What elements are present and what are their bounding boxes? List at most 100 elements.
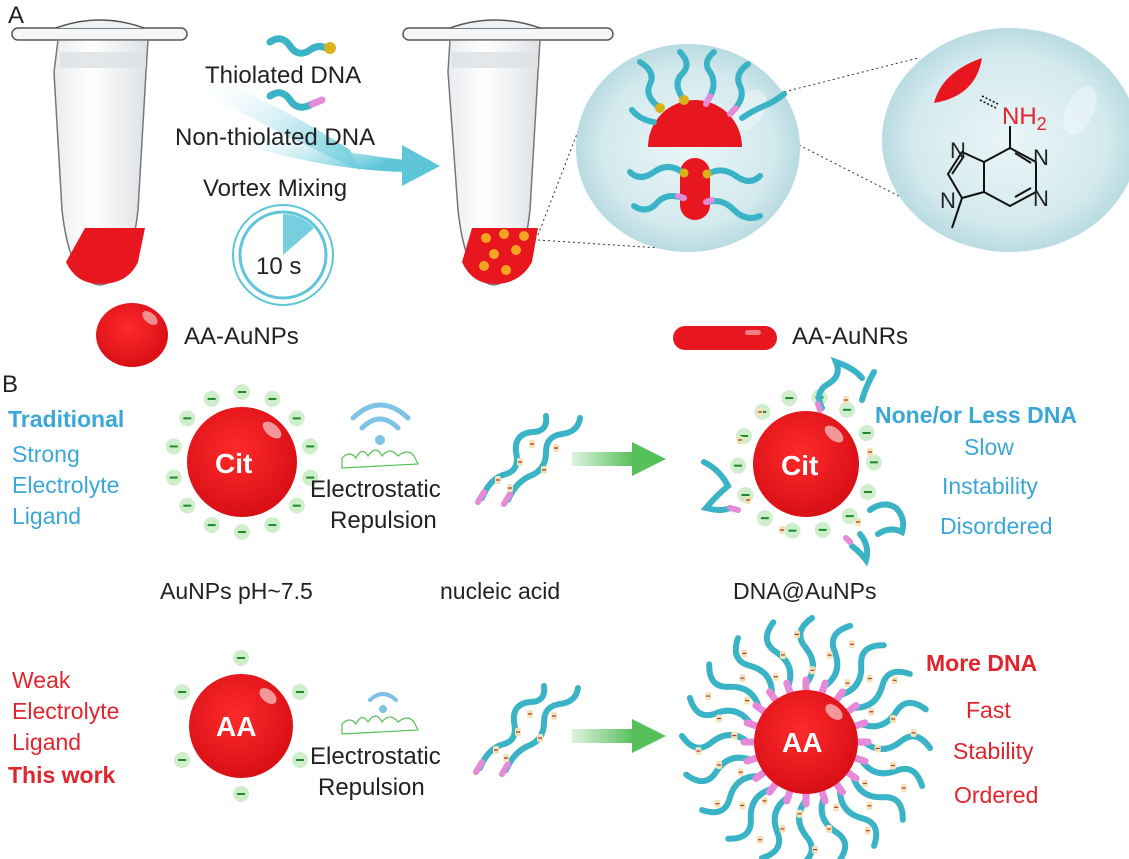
- dna-strand: [683, 754, 754, 785]
- dna-strand: [758, 794, 792, 859]
- dna-strand: [858, 756, 926, 790]
- nucleic-acid-bottom: [473, 683, 581, 777]
- traditional-title: Traditional: [8, 406, 125, 432]
- cit-particle-product: [753, 411, 859, 517]
- dna-anchor: [844, 702, 860, 715]
- thiswork-desc-2: Electrolyte: [12, 698, 120, 724]
- dna-strand: [849, 773, 906, 823]
- dna-strand: [706, 661, 763, 711]
- dna-anchor: [752, 769, 768, 782]
- thiswork-desc-3: Ligand: [12, 729, 82, 755]
- nucleic-charges-top: [495, 440, 559, 492]
- dna-strand: [858, 699, 929, 730]
- timer-icon: [232, 204, 334, 306]
- wifi-icon-small: [368, 692, 398, 713]
- aa-particle-product: [754, 690, 858, 794]
- non-thiolated-dna-strand: [266, 89, 316, 111]
- reaction-arrow-top: [572, 442, 666, 476]
- nucleic-charges-bottom: [493, 710, 557, 762]
- aunrs-legend-label: AA-AuNRs: [792, 323, 909, 350]
- charge-ring-aa: [174, 650, 308, 802]
- dna-strand: [679, 732, 751, 751]
- nucleic-charges-product-top: [737, 396, 873, 534]
- dna-anchor: [818, 679, 829, 697]
- dna-strand: [861, 733, 933, 752]
- atom-n-3: N: [950, 138, 966, 163]
- dna-anchor: [783, 679, 794, 697]
- dna-anchor: [851, 754, 869, 765]
- dna-anchor: [818, 787, 829, 805]
- thiswork-desc-1: Weak: [12, 667, 71, 693]
- dna-anchor: [766, 688, 779, 704]
- traditional-desc-1: Strong: [12, 441, 80, 467]
- repulsion-label-bottom-1: Electrostatic: [310, 743, 441, 770]
- more-dna-title: More DNA: [926, 650, 1038, 676]
- dna-anchor: [743, 719, 761, 730]
- charge-ring-cit: [165, 384, 319, 540]
- cit-label-left: Cit: [215, 448, 253, 479]
- caption-nucleic: nucleic acid: [440, 578, 561, 604]
- atom-n-2: N: [1033, 186, 1049, 211]
- dna-strand: [796, 797, 815, 859]
- charge-ring-cit-product: [730, 389, 882, 539]
- dna-strand: [849, 668, 913, 711]
- aa-label-left: AA: [216, 711, 257, 742]
- result-stability: Stability: [953, 738, 1034, 764]
- result-fast: Fast: [966, 697, 1011, 723]
- dna-anchor: [844, 769, 860, 782]
- less-dna-title: None/or Less DNA: [875, 402, 1077, 428]
- cit-label-product: Cit: [781, 450, 819, 481]
- loose-dna-strands: [700, 357, 907, 567]
- result-instability: Instability: [942, 473, 1038, 499]
- caption-aunps: AuNPs pH~7.5: [160, 578, 313, 604]
- dna-strand: [820, 622, 854, 690]
- thiswork-title: This work: [8, 762, 116, 788]
- wifi-icon-large: [350, 402, 411, 445]
- vortex-mixing-label: Vortex Mixing: [203, 175, 348, 202]
- aa-label-product: AA: [782, 727, 823, 758]
- repulsion-label-bottom-2: Repulsion: [318, 774, 425, 801]
- thiolated-dna-strand: [266, 35, 330, 57]
- dna-strand: [837, 785, 880, 849]
- repulsion-wave-icon-small: [341, 715, 419, 735]
- dna-anchor: [766, 780, 779, 796]
- amine-text: NH2: [1002, 103, 1047, 134]
- zoom-bubble-particles: [576, 44, 800, 252]
- repulsion-wave-icon: [341, 449, 419, 469]
- dna-anchor: [833, 780, 846, 796]
- dna-anchor: [833, 688, 846, 704]
- aunps-legend-icon: [96, 303, 168, 367]
- repulsion-label-top-1: Electrostatic: [310, 476, 441, 503]
- dna-anchor: [743, 754, 761, 765]
- dna-strand: [837, 642, 887, 699]
- result-disordered: Disordered: [940, 513, 1053, 539]
- dna-strand: [725, 785, 775, 842]
- panel-b-label: B: [2, 371, 19, 398]
- result-ordered: Ordered: [954, 782, 1039, 808]
- dna-anchor: [783, 787, 794, 805]
- atom-n-1: N: [1033, 145, 1049, 170]
- timer-label: 10 s: [256, 253, 302, 280]
- aunps-legend-label: AA-AuNPs: [184, 323, 299, 350]
- dna-strand: [818, 794, 849, 859]
- result-slow: Slow: [964, 434, 1014, 460]
- dna-anchor: [851, 719, 869, 730]
- nucleic-acid-top: [475, 413, 583, 507]
- thiol-group-icon: [324, 42, 336, 54]
- dna-strand: [686, 694, 754, 728]
- traditional-desc-2: Electrolyte: [12, 472, 120, 498]
- reaction-arrow-bottom: [572, 719, 666, 753]
- amine-label: NH2: [1002, 105, 1047, 133]
- tube-right: [402, 19, 614, 286]
- caption-product: DNA@AuNPs: [733, 578, 877, 604]
- thiolated-dna-label: Thiolated DNA: [205, 62, 362, 89]
- atom-n-4: N: [940, 188, 956, 213]
- panel-a-label: A: [8, 2, 25, 29]
- dna-strand: [699, 773, 763, 816]
- dna-anchor: [752, 702, 768, 715]
- aa-particle-left: [189, 674, 293, 778]
- traditional-desc-3: Ligand: [12, 503, 82, 529]
- aunrs-legend-icon: [673, 326, 777, 350]
